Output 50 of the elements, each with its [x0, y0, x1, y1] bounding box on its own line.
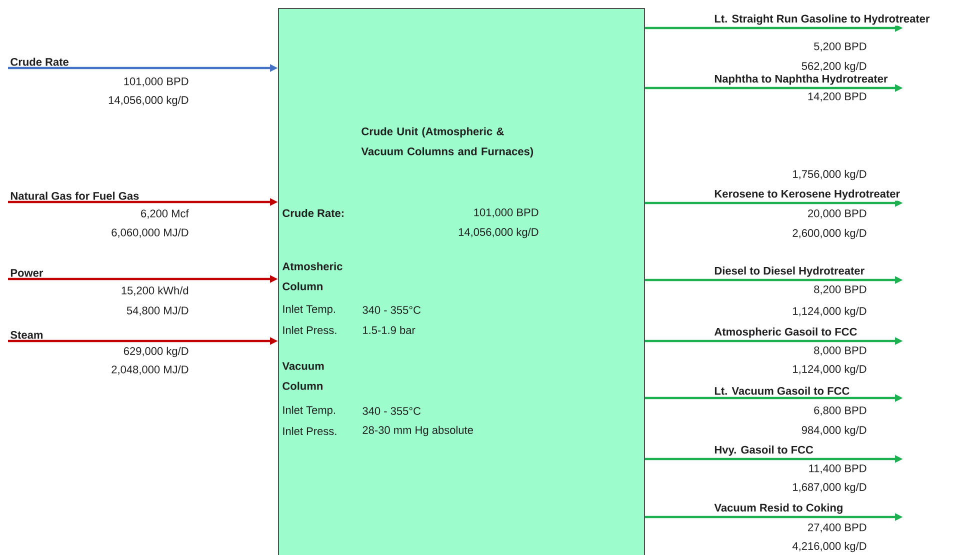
value-label: 2,048,000 MJ/D — [112, 365, 188, 375]
stream-name: Natural Gas for Fuel Gas — [10, 192, 139, 200]
value-label: 629,000 kg/D — [124, 346, 188, 358]
box-title: Crude Unit (Atmospheric & Vacuum Columns and Furnaces) — [361, 127, 534, 158]
field-label: Crude Rate: — [282, 208, 344, 218]
field-label: Inlet Temp. — [283, 304, 335, 316]
value-label: 1,687,000 kg/D — [793, 482, 866, 494]
value-label: 54,800 MJ/D — [126, 306, 188, 316]
value-label: 1,756,000 kg/D — [793, 170, 866, 180]
edge-label: Diesel to Diesel Hydrotreater — [714, 266, 864, 277]
section-heading: Vacuum Column — [282, 362, 324, 390]
value-label: 2,600,000 kg/D — [792, 228, 866, 240]
value-label: 27,400 BPD — [808, 523, 866, 533]
value-label: 6,800 BPD — [814, 406, 866, 416]
field-label: Inlet Press. — [283, 426, 336, 436]
value-label: 8,000 BPD — [814, 346, 866, 356]
value-label: 5,200 BPD — [814, 42, 866, 52]
value-label: 1,124,000 kg/D — [793, 306, 866, 318]
stream-name: Power — [10, 269, 44, 277]
field-label: Inlet Temp. — [283, 406, 335, 416]
edge-label: Kerosene to Kerosene Hydrotreater — [714, 190, 900, 200]
value-text: 14,056,000 kg/D — [458, 228, 538, 238]
value-text: 340 - 355°C — [362, 407, 421, 415]
field-label: Inlet Press. — [283, 326, 336, 334]
value-label: 6,200 Mcf — [141, 209, 189, 219]
section-heading: Atmosheric Column — [282, 262, 342, 290]
value-label: 15,200 kWh/d — [122, 286, 188, 296]
value-label: 20,000 BPD — [808, 209, 866, 219]
edge-label: Vacuum Resid to Coking — [714, 504, 842, 514]
edge-label: Naphtha to Naphtha Hydrotreater — [714, 74, 888, 85]
value-label: 11,400 BPD — [809, 464, 866, 474]
value-text: 1.5-1.9 bar — [363, 326, 416, 334]
stream-name: Crude Rate — [10, 58, 68, 66]
edge-label: Lt. Vacuum Gasoil to FCC — [714, 386, 850, 395]
value-text: 28-30 mm Hg absolute — [362, 426, 473, 436]
edge-label: Atmospheric Gasoil to FCC — [714, 328, 857, 338]
value-text: 340 - 355°C — [362, 306, 421, 314]
value-text: 101,000 BPD — [474, 208, 538, 218]
value-label: 1,124,000 kg/D — [793, 364, 866, 376]
edge-label: Lt. Straight Run Gasoline to Hydrotreater — [714, 14, 930, 25]
value-label: 562,200 kg/D — [802, 62, 866, 72]
stream-name: Steam — [10, 331, 43, 339]
value-label: 14,200 BPD — [808, 92, 866, 102]
edge-label: Hvy. Gasoil to FCC — [714, 446, 814, 456]
value-label: 984,000 kg/D — [802, 426, 866, 436]
value-label: 101,000 BPD — [124, 77, 188, 87]
value-label: 4,216,000 kg/D — [792, 542, 866, 552]
value-label: 14,056,000 kg/D — [108, 96, 188, 106]
value-label: 6,060,000 MJ/D — [112, 228, 188, 238]
value-label: 8,200 BPD — [814, 285, 866, 295]
